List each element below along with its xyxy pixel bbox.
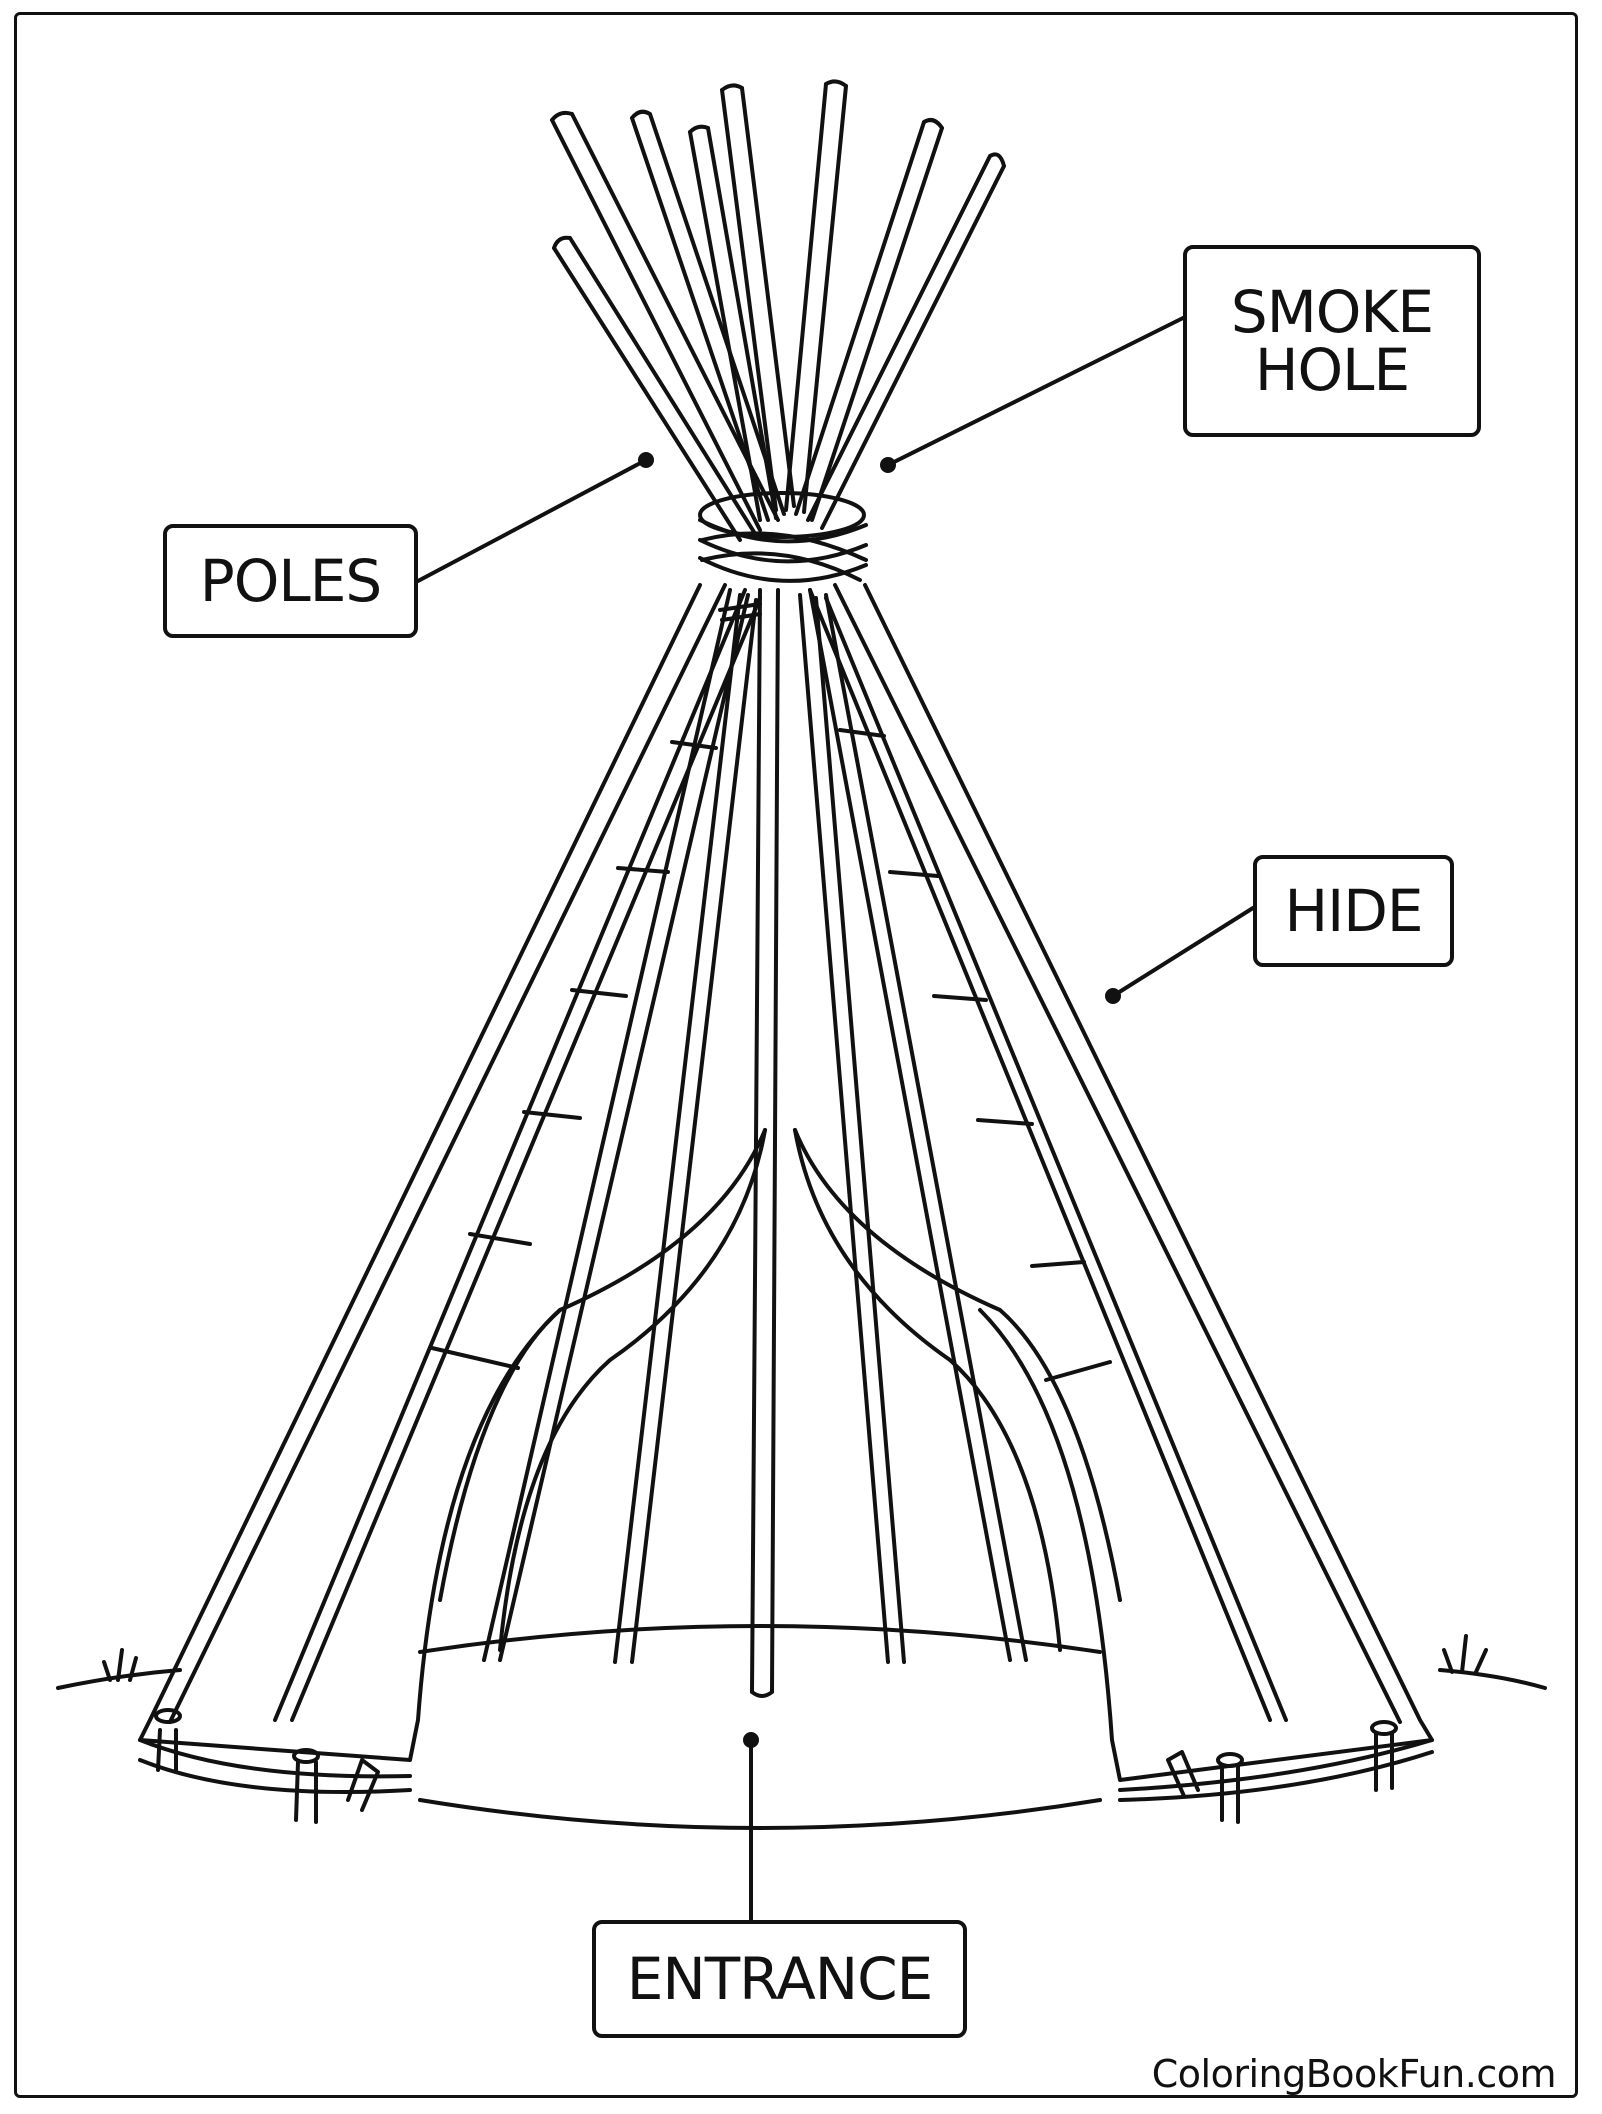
entrance-flap-right-inner bbox=[793, 1128, 1062, 1652]
lacing-pin bbox=[430, 1346, 520, 1370]
leader-dot-hide bbox=[1105, 988, 1121, 1004]
stake-top bbox=[292, 1748, 320, 1764]
label-poles: POLES bbox=[163, 524, 418, 638]
lacing-pin bbox=[932, 994, 988, 1002]
entrance-flap-left-inner bbox=[498, 1128, 767, 1652]
lacing-pin bbox=[468, 1232, 532, 1246]
leader-line-hide bbox=[1111, 906, 1255, 998]
pole-top-8 bbox=[688, 124, 778, 522]
lacing-pin bbox=[570, 988, 628, 998]
rope-knot bbox=[718, 602, 762, 622]
ground-line bbox=[56, 1668, 1547, 1690]
leader-dot-poles bbox=[638, 452, 654, 468]
lacing-pin bbox=[888, 870, 940, 878]
frame-pole-right-a bbox=[808, 588, 1288, 1722]
stake-top bbox=[1216, 1752, 1244, 1768]
label-hide-text: HIDE bbox=[1284, 877, 1423, 945]
label-poles-text: POLES bbox=[199, 547, 382, 615]
grass-tuft-right bbox=[1442, 1634, 1488, 1674]
frame-pole-right-b bbox=[833, 583, 1402, 1724]
lacing-pin bbox=[976, 1118, 1034, 1126]
stake-peg bbox=[346, 1758, 380, 1812]
frame-pole-left-b bbox=[168, 583, 727, 1724]
entrance-floor-front bbox=[418, 1798, 1102, 1830]
pole-top-1 bbox=[550, 110, 780, 532]
pole-inner-right-2 bbox=[808, 588, 1028, 1662]
stake-peg bbox=[1166, 1750, 1200, 1798]
lacing-pin bbox=[838, 728, 886, 738]
hide-base-right bbox=[1118, 1738, 1434, 1792]
stake-right-arc bbox=[1118, 1750, 1434, 1802]
pole-top-2 bbox=[552, 235, 756, 542]
pole-top-6 bbox=[794, 118, 944, 522]
stake-left-arc bbox=[138, 1758, 412, 1794]
lacing-pin bbox=[1044, 1360, 1112, 1382]
pole-top-5 bbox=[784, 79, 848, 514]
lacing-pin bbox=[670, 740, 718, 750]
label-smoke-hole-text: SMOKE HOLE bbox=[1230, 278, 1434, 404]
leader-dot-entrance bbox=[743, 1732, 759, 1748]
pole-inner-left-1 bbox=[613, 593, 758, 1664]
hide-base-left bbox=[138, 1738, 412, 1779]
entrance-floor bbox=[418, 1624, 1102, 1654]
lacing-pin bbox=[616, 866, 670, 874]
rope-binding-coils bbox=[698, 518, 868, 583]
leader-line-poles bbox=[416, 458, 648, 583]
hide-cover-left bbox=[138, 583, 702, 1762]
label-hide: HIDE bbox=[1253, 855, 1454, 967]
lacing-pin bbox=[1030, 1260, 1086, 1268]
stake-left bbox=[156, 1728, 178, 1774]
leader-line-smoke-hole bbox=[886, 316, 1185, 467]
pole-top-7 bbox=[806, 152, 1006, 530]
leader-dot-smoke-hole bbox=[880, 457, 896, 473]
stake-top bbox=[1370, 1720, 1398, 1736]
lacing-pin bbox=[522, 1110, 582, 1120]
label-entrance-text: ENTRANCE bbox=[626, 1945, 934, 2013]
stake-right bbox=[1374, 1732, 1394, 1792]
label-smoke-hole: SMOKE HOLE bbox=[1183, 245, 1481, 437]
stake-top bbox=[154, 1708, 182, 1724]
site-credit: ColoringBookFun.com bbox=[1151, 2052, 1557, 2096]
entrance-flap-right bbox=[793, 1128, 1122, 1602]
pole-top-4 bbox=[720, 83, 796, 512]
grass-tuft-left bbox=[102, 1648, 138, 1682]
label-entrance: ENTRANCE bbox=[592, 1920, 967, 2038]
entrance-flap-left bbox=[438, 1128, 767, 1602]
pole-center bbox=[750, 588, 780, 1698]
pole-inner-right-1 bbox=[798, 593, 906, 1664]
frame-pole-left-a bbox=[273, 588, 762, 1722]
hide-cover-right bbox=[863, 583, 1434, 1782]
